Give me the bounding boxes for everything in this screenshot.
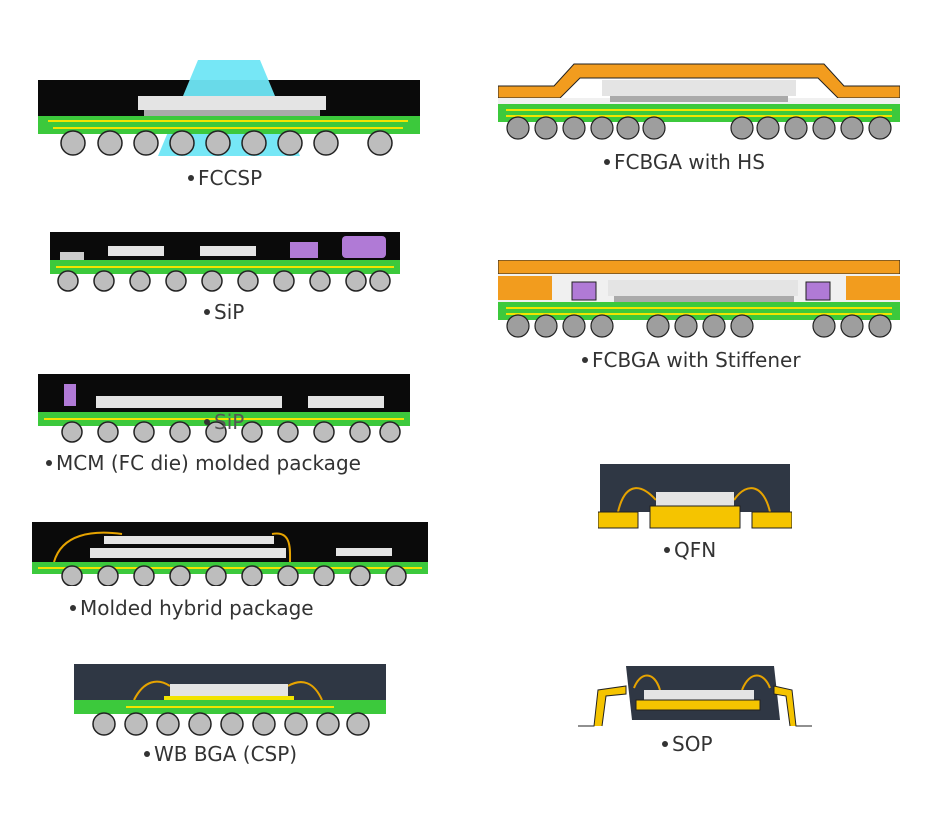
label-sip-text: SiP bbox=[214, 300, 245, 324]
label-mcm-overlay: SiP bbox=[204, 412, 244, 432]
label-mcm-overlay-text: SiP bbox=[214, 410, 245, 434]
label-wb-bga-text: WB BGA (CSP) bbox=[154, 742, 298, 766]
bullet-icon bbox=[204, 308, 210, 315]
fcbga-hs-diagram bbox=[498, 63, 900, 140]
bullet-icon bbox=[70, 604, 76, 611]
label-qfn-text: QFN bbox=[674, 538, 717, 562]
label-wb-bga: WB BGA (CSP) bbox=[144, 744, 297, 764]
bullet-icon bbox=[144, 750, 150, 757]
label-molded-hybrid-text: Molded hybrid package bbox=[80, 596, 314, 620]
mcm-diagram bbox=[38, 374, 410, 443]
label-mcm: MCM (FC die) molded package bbox=[46, 453, 361, 473]
label-molded-hybrid: Molded hybrid package bbox=[70, 598, 314, 618]
label-fcbga-hs-text: FCBGA with HS bbox=[614, 150, 765, 174]
bullet-icon bbox=[604, 158, 610, 165]
sop-diagram bbox=[578, 666, 812, 727]
label-sop-text: SOP bbox=[672, 732, 713, 756]
label-mcm-text: MCM (FC die) molded package bbox=[56, 451, 361, 475]
wb-bga-diagram bbox=[74, 664, 386, 736]
label-fcbga-hs: FCBGA with HS bbox=[604, 152, 765, 172]
bullet-icon bbox=[662, 740, 668, 747]
bullet-icon bbox=[664, 546, 670, 553]
bullet-icon bbox=[46, 459, 52, 466]
molded-hybrid-diagram bbox=[32, 522, 428, 586]
qfn-diagram bbox=[598, 464, 792, 529]
label-sop: SOP bbox=[662, 734, 713, 754]
fcbga-stiffener-diagram bbox=[498, 260, 900, 338]
sip-diagram bbox=[50, 232, 400, 292]
label-fccsp: FCCSP bbox=[188, 168, 262, 188]
fccsp-diagram bbox=[38, 60, 420, 156]
bullet-icon bbox=[188, 174, 194, 181]
bullet-icon bbox=[204, 418, 210, 425]
label-sip: SiP bbox=[204, 302, 244, 322]
label-fcbga-stiffener: FCBGA with Stiffener bbox=[582, 350, 801, 370]
label-fcbga-stiffener-text: FCBGA with Stiffener bbox=[592, 348, 801, 372]
bullet-icon bbox=[582, 356, 588, 363]
label-qfn: QFN bbox=[664, 540, 716, 560]
label-fccsp-text: FCCSP bbox=[198, 166, 263, 190]
